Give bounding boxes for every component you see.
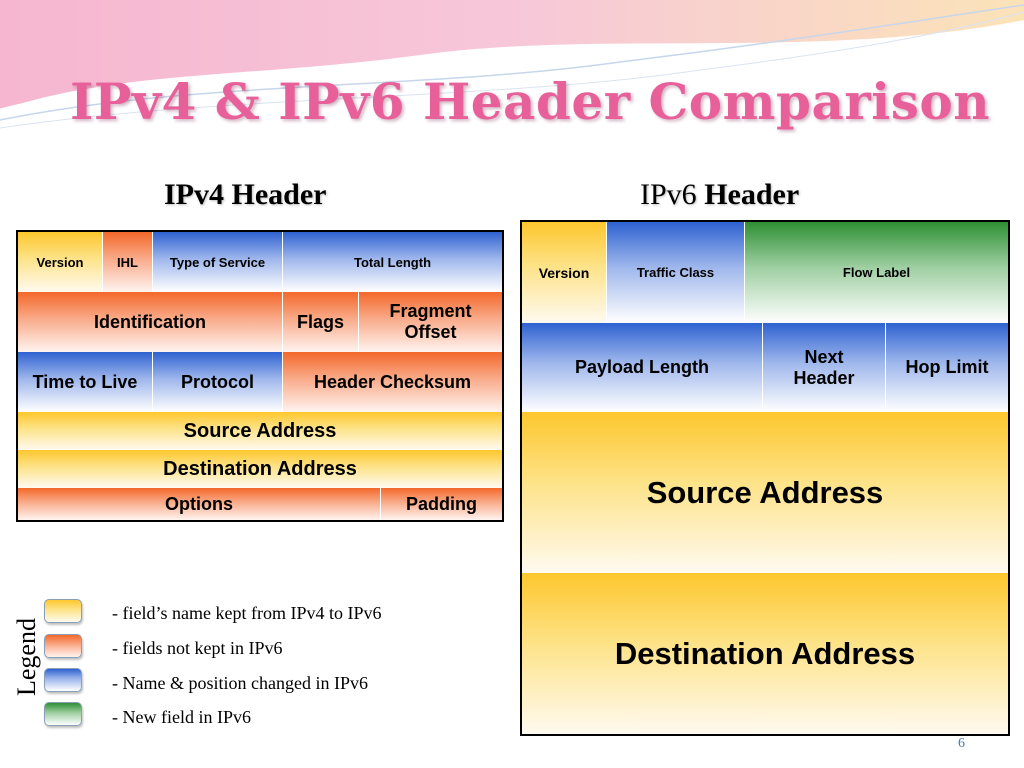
legend-title: Legend (12, 618, 41, 696)
ipv6-field-destination-address: Destination Address (522, 573, 1008, 734)
ipv4-field-ihl: IHL (102, 232, 152, 292)
ipv4-field-time-to-live: Time to Live (18, 352, 152, 412)
ipv4-field-fragment-offset: Fragment Offset (358, 292, 502, 352)
ipv4-field-identification: Identification (18, 292, 282, 352)
ipv6-field-next-header: Next Header (762, 323, 885, 412)
ipv4-field-source-address: Source Address (18, 412, 502, 450)
ipv6-field-flow-label: Flow Label (744, 222, 1008, 323)
ipv6-heading: IPv6 Header (640, 178, 799, 212)
legend-item-not-kept: - fields not kept in IPv6 (112, 638, 283, 658)
ipv6-heading-bold: Header (704, 178, 800, 211)
legend-item-kept: - field’s name kept from IPv4 to IPv6 (112, 603, 382, 623)
background-swoosh (0, 0, 1024, 129)
ipv6-heading-prefix: IPv6 (640, 178, 697, 211)
legend-swatch-changed (44, 668, 82, 692)
ipv4-field-protocol: Protocol (152, 352, 282, 412)
legend-swatch-kept (44, 599, 82, 623)
ipv4-heading: IPv4 Header (164, 178, 326, 212)
ipv6-header-diagram: Version Traffic Class Flow Label Payload… (520, 220, 1010, 736)
page-number: 6 (958, 736, 965, 751)
ipv4-field-version: Version (18, 232, 102, 292)
legend-swatch-new (44, 702, 82, 726)
ipv4-heading-text: IPv4 Header (164, 178, 327, 211)
ipv6-field-traffic-class: Traffic Class (606, 222, 744, 323)
ipv4-field-options: Options (18, 488, 380, 520)
legend-item-changed: - Name & position changed in IPv6 (112, 673, 368, 693)
ipv4-field-type-of-service: Type of Service (152, 232, 282, 292)
ipv4-field-padding: Padding (380, 488, 502, 520)
legend-item-new: - New field in IPv6 (112, 707, 251, 727)
ipv4-field-destination-address: Destination Address (18, 450, 502, 488)
ipv6-field-hop-limit: Hop Limit (885, 323, 1008, 412)
ipv4-header-diagram: Version IHL Type of Service Total Length… (16, 230, 504, 522)
legend-swatch-not-kept (44, 634, 82, 658)
ipv6-field-payload-length: Payload Length (522, 323, 762, 412)
ipv6-field-version: Version (522, 222, 606, 323)
ipv6-field-source-address: Source Address (522, 412, 1008, 573)
ipv4-field-header-checksum: Header Checksum (282, 352, 502, 412)
ipv4-field-total-length: Total Length (282, 232, 502, 292)
ipv4-field-flags: Flags (282, 292, 358, 352)
slide-title: IPv4 & IPv6 Header Comparison (69, 72, 991, 131)
